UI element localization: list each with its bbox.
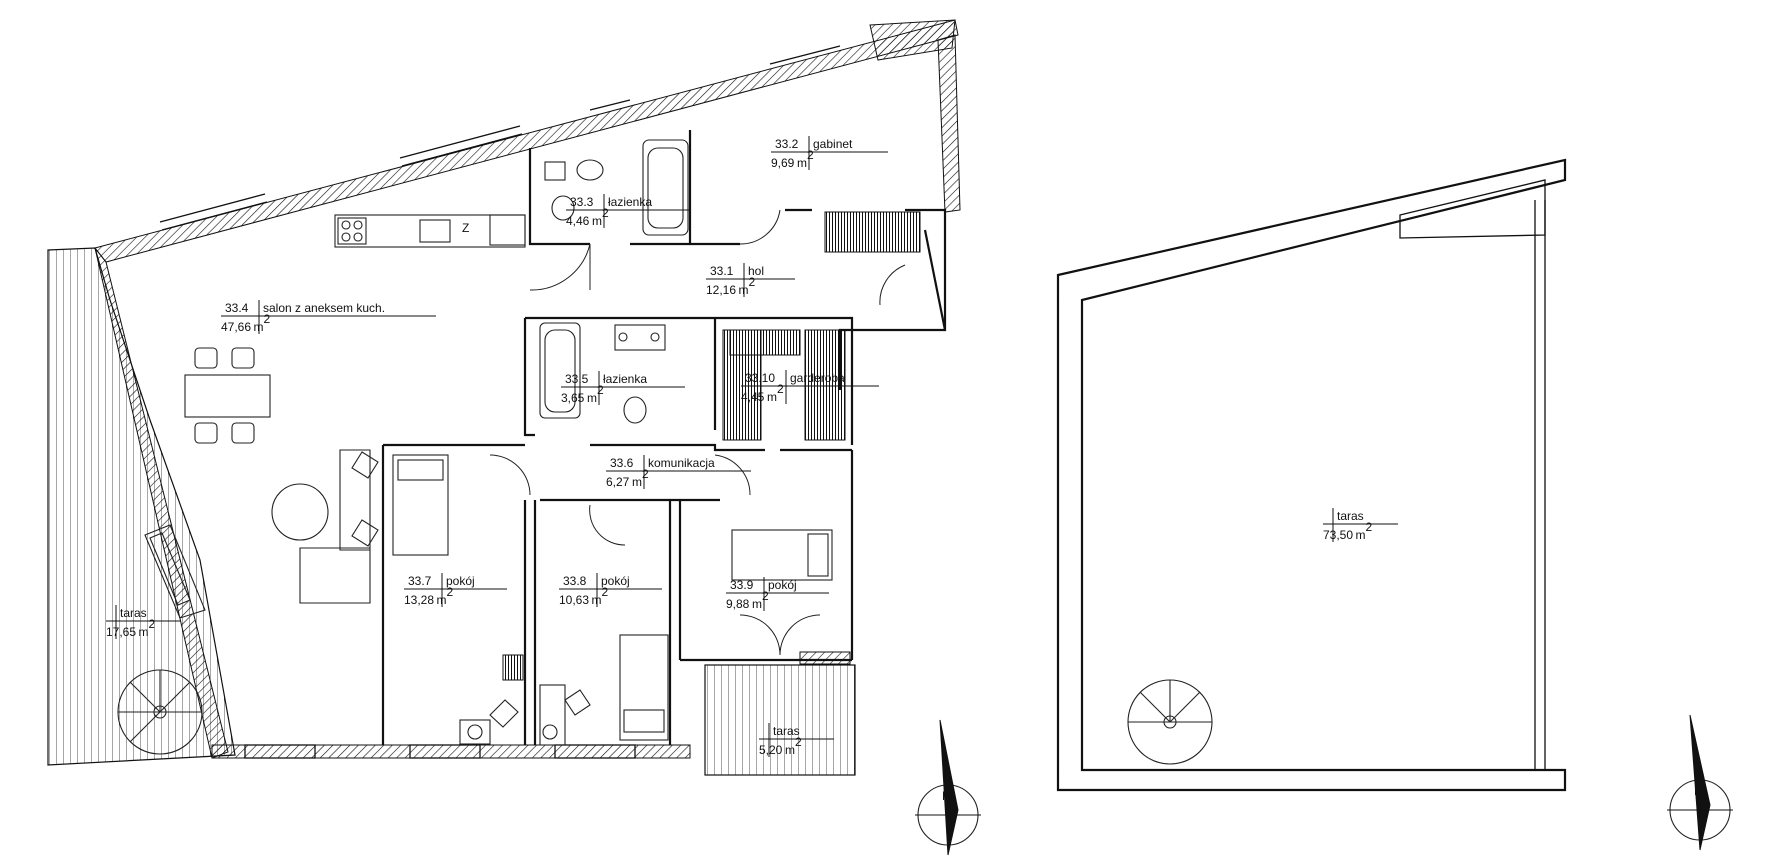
area-unit-power: 2 [749,275,756,289]
room-area: 6,27 [606,475,630,489]
room-name: salon z aneksem kuch. [263,301,385,315]
room-name: pokój [601,574,630,588]
room-area: 12,16 [706,283,736,297]
room-area: 9,88 [726,597,750,611]
doors [489,209,906,656]
area-unit: m [592,214,602,228]
sofa [271,449,379,604]
room-name: garderoba [790,371,845,385]
room-number: 33.1 [710,264,734,278]
dining-table [184,347,271,444]
area-unit: m [785,743,795,757]
bed-33-9 [731,529,833,581]
area-unit: m [767,390,777,404]
interior-walls [381,130,947,745]
room-name: taras [1337,509,1364,523]
room-number: 33.9 [730,578,754,592]
bathroom-fixtures-upper [544,139,689,236]
room-number: 33.5 [565,372,589,386]
area-unit-power: 2 [1366,520,1373,534]
room-number: 33.4 [225,301,249,315]
room-area: 4,45 [741,390,765,404]
room-area: 13,28 [404,593,434,607]
room-number: 33.2 [775,137,799,151]
radiator-hall [824,211,921,253]
area-unit-power: 2 [795,735,802,749]
north-arrow-left: N [915,719,981,856]
room-name: pokój [446,574,475,588]
area-unit-power: 2 [264,312,271,326]
bathroom-fixtures-lower [539,322,666,424]
windows-top [159,45,841,759]
terrace-right [1056,158,1567,792]
wardrobe [722,329,846,441]
area-unit-power: 2 [807,148,814,162]
room-labels: 33.1hol12,16m233.2gabinet9,69m233.3łazie… [106,136,1398,757]
north-arrow-letter: N [942,789,951,803]
room-name: hol [748,264,764,278]
room-area: 4,46 [566,214,590,228]
room-area: 10,63 [559,593,589,607]
room-name: taras [773,724,800,738]
area-unit-power: 2 [597,383,604,397]
room-number: 33.10 [745,371,775,385]
area-unit: m [797,156,807,170]
room-area: 17,65 [106,625,136,639]
bed-33-8 [619,634,669,741]
area-unit-power: 2 [602,206,609,220]
room-number: 33.8 [563,574,587,588]
area-unit: m [632,475,642,489]
outer-walls [94,19,961,759]
room-name: pokój [768,578,797,592]
room-number: 33.6 [610,456,634,470]
area-unit-power: 2 [149,617,156,631]
area-unit: m [587,391,597,405]
north-arrow-letter: N [1694,784,1703,798]
wall-unit [144,524,206,619]
room-area: 47,66 [221,320,251,334]
room-area: 5,20 [759,743,783,757]
spiral-stair-left [117,669,203,755]
room-name: łazienka [603,372,647,386]
bed-33-7 [392,454,449,556]
desks [459,654,591,746]
room-area: 9,69 [771,156,795,170]
area-unit-power: 2 [642,467,649,481]
room-number: 33.7 [408,574,432,588]
room-number: 33.3 [570,195,594,209]
area-unit: m [752,597,762,611]
area-unit-power: 2 [447,585,454,599]
room-area: 73,50 [1323,528,1353,542]
kitchen-counter: Z [334,214,526,248]
room-area: 3,65 [561,391,585,405]
area-unit: m [139,625,149,639]
room-name: taras [120,606,147,620]
room-name: gabinet [813,137,853,151]
room-name: komunikacja [648,456,715,470]
area-unit-power: 2 [602,585,609,599]
room-name: łazienka [608,195,652,209]
area-unit: m [1356,528,1366,542]
kitchen-mark: Z [462,221,469,235]
area-unit-power: 2 [777,382,784,396]
terrace-small-deck [704,664,856,776]
area-unit-power: 2 [762,589,769,603]
north-arrow-right: N [1667,714,1733,851]
